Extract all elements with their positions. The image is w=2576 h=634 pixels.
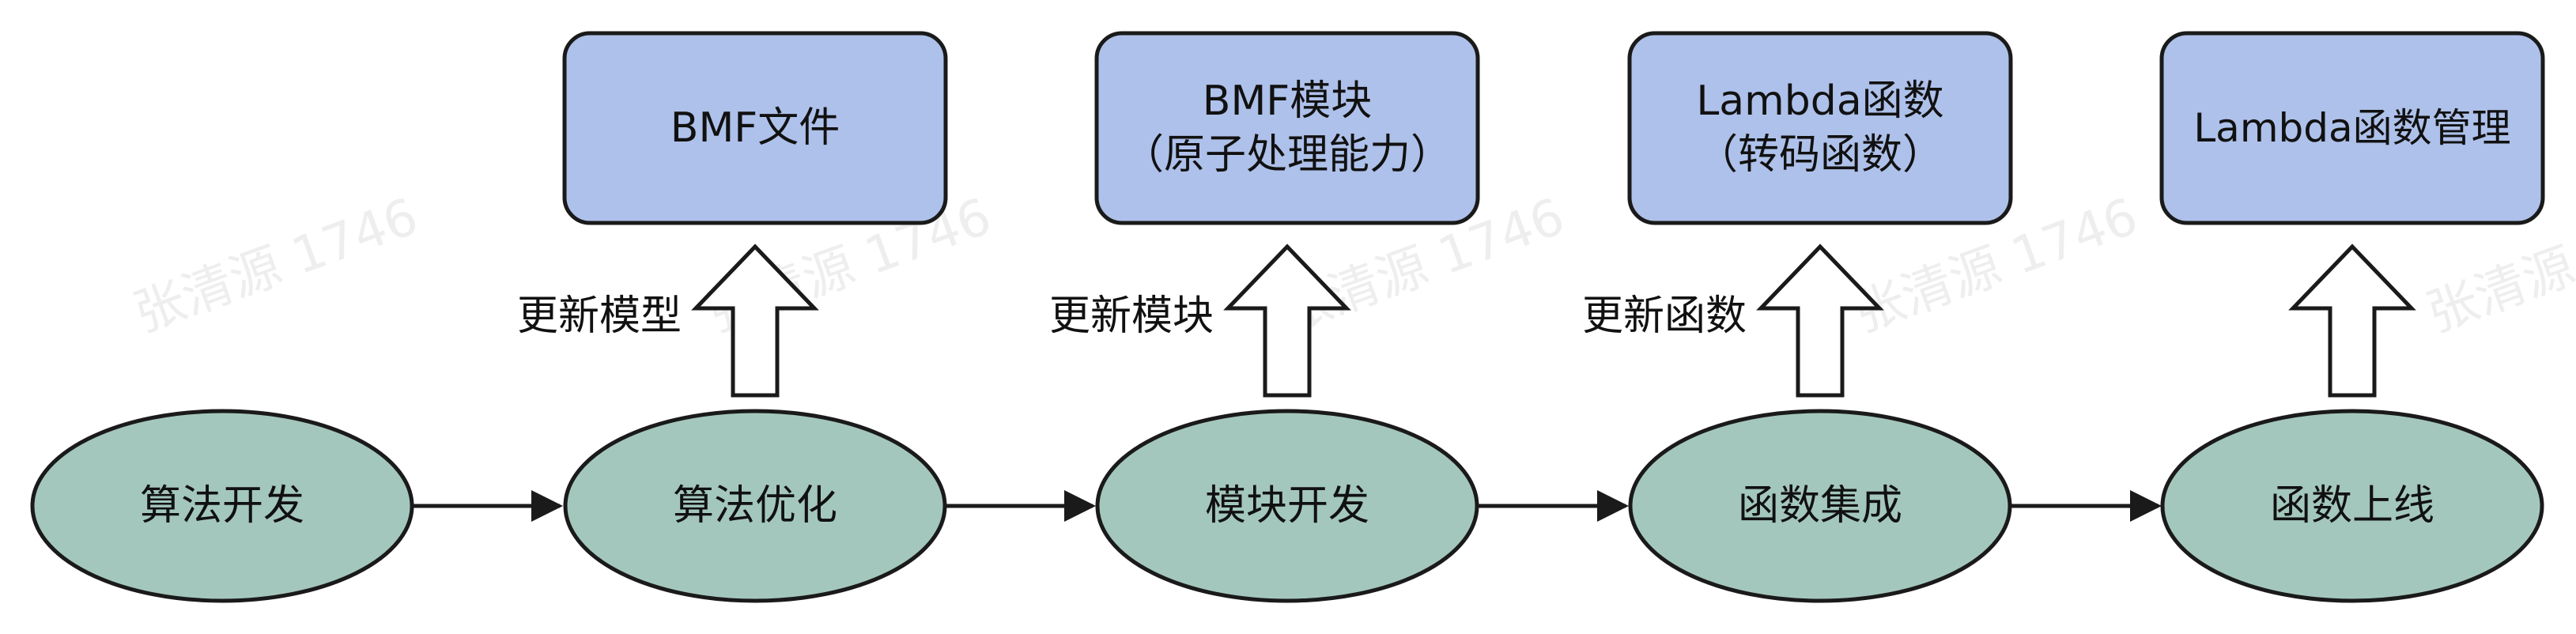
stage-node-5: 函数上线 bbox=[2160, 409, 2544, 603]
stage-ellipse bbox=[30, 409, 414, 603]
stage-node-2: 算法优化 bbox=[563, 409, 947, 603]
stage-nodes: 算法开发 算法优化 模块开发 函数集成 函数上线 bbox=[30, 409, 2544, 603]
stage-ellipse bbox=[2160, 409, 2544, 603]
product-label-line-1: Lambda函数 bbox=[1696, 77, 1943, 125]
update-label: 更新模型 bbox=[517, 292, 682, 340]
update-label: 更新模块 bbox=[1049, 292, 1214, 340]
stage-label: 函数集成 bbox=[1738, 482, 1902, 530]
stage-node-4: 函数集成 bbox=[1628, 409, 2012, 603]
product-label-line-2: （转码函数） bbox=[1697, 131, 1943, 179]
update-arrows bbox=[691, 243, 2416, 398]
update-labels: 更新模型 更新模块 更新函数 bbox=[517, 292, 1747, 340]
stage-label: 模块开发 bbox=[1205, 482, 1369, 530]
product-rect bbox=[562, 31, 948, 225]
watermark-text: 张清源 1746 bbox=[127, 187, 425, 344]
update-label: 更新函数 bbox=[1582, 292, 1747, 340]
product-box-1: BMF文件 bbox=[562, 31, 948, 225]
product-boxes: BMF文件 BMF模块 （原子处理能力） Lambda函数 （转码函数） Lam… bbox=[562, 31, 2545, 225]
stage-label: 算法开发 bbox=[140, 482, 304, 530]
product-label: BMF文件 bbox=[670, 104, 840, 152]
up-arrow-icon bbox=[2288, 243, 2416, 398]
product-box-4: Lambda函数管理 bbox=[2159, 31, 2545, 225]
stage-ellipse bbox=[1628, 409, 2012, 603]
stage-label: 算法优化 bbox=[673, 482, 837, 530]
product-rect bbox=[1094, 31, 1480, 225]
stage-label: 函数上线 bbox=[2270, 482, 2434, 530]
product-box-3: Lambda函数 （转码函数） bbox=[1627, 31, 2013, 225]
stage-ellipse bbox=[1095, 409, 1479, 603]
product-label-line-1: BMF模块 bbox=[1203, 77, 1372, 125]
stage-node-3: 模块开发 bbox=[1095, 409, 1479, 603]
up-arrow-icon bbox=[1223, 243, 1351, 398]
stage-node-1: 算法开发 bbox=[30, 409, 414, 603]
product-label: Lambda函数管理 bbox=[2193, 105, 2510, 151]
stage-ellipse bbox=[563, 409, 947, 603]
up-arrow-icon bbox=[691, 243, 819, 398]
product-label-line-2: （原子处理能力） bbox=[1123, 131, 1452, 179]
up-arrow-icon bbox=[1756, 243, 1884, 398]
product-box-2: BMF模块 （原子处理能力） bbox=[1094, 31, 1480, 225]
product-rect bbox=[2159, 31, 2545, 225]
product-rect bbox=[1627, 31, 2013, 225]
